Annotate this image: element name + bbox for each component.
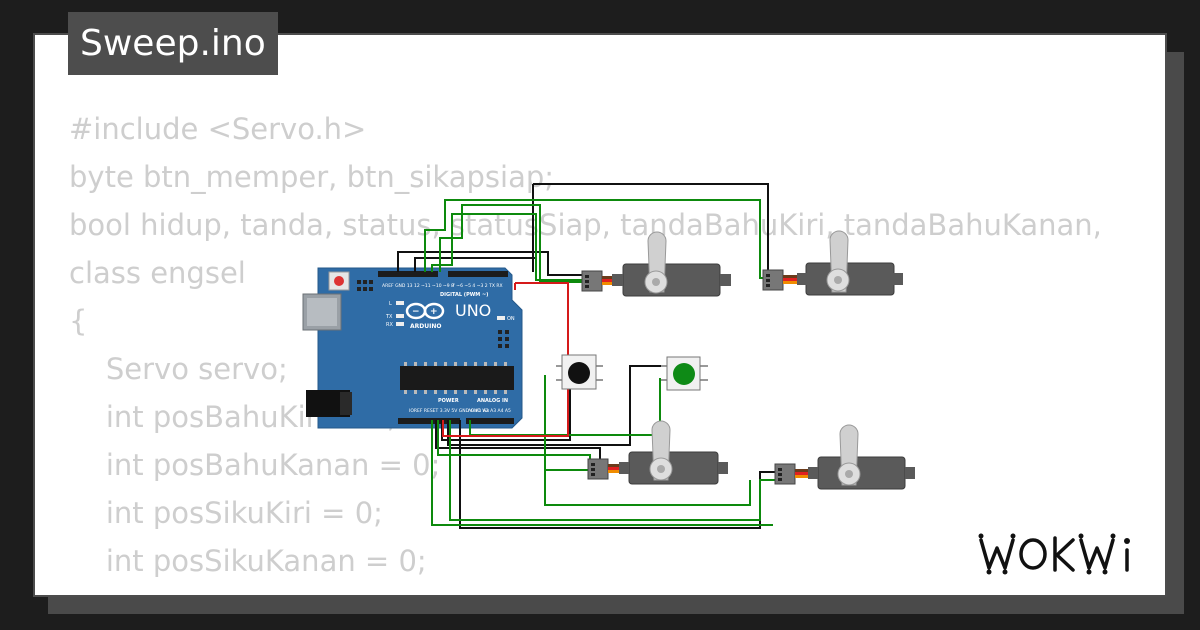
pushbutton-black[interactable] bbox=[556, 354, 603, 390]
digital-label: DIGITAL (PWM ~) bbox=[440, 292, 488, 298]
pushbutton-green[interactable] bbox=[661, 356, 708, 391]
led-l bbox=[396, 301, 404, 305]
wokwi-logo bbox=[978, 533, 1130, 575]
svg-text:+: + bbox=[430, 307, 438, 317]
servo-motor[interactable] bbox=[774, 424, 915, 490]
atmega-chip bbox=[400, 366, 514, 390]
power-label: POWER bbox=[438, 398, 459, 404]
code-line: int posBahuKanan = 0; bbox=[69, 448, 441, 482]
arduino-uno-board[interactable]: AREF GND 13 12 ~11 ~10 ~9 8 7 ~6 ~5 4 ~3… bbox=[302, 267, 523, 429]
analog-label: ANALOG IN bbox=[477, 398, 508, 404]
arduino-logo: − + bbox=[405, 302, 445, 320]
svg-text:AREF GND 13 12 ~11 ~10 ~9 8: AREF GND 13 12 ~11 ~10 ~9 8 bbox=[382, 283, 454, 289]
servo-motor[interactable] bbox=[581, 231, 731, 297]
board-brand: ARDUINO bbox=[410, 323, 441, 330]
svg-text:7 ~6 ~5 4 ~3 2 TX RX: 7 ~6 ~5 4 ~3 2 TX RX bbox=[452, 283, 503, 289]
servo-motor[interactable] bbox=[762, 230, 903, 296]
led-on-label: ON bbox=[507, 316, 515, 322]
icsp-header bbox=[357, 280, 509, 348]
led-rx bbox=[396, 322, 404, 326]
analog-header bbox=[466, 418, 514, 424]
code-line: byte btn_memper, btn_sikapsiap; bbox=[69, 160, 555, 194]
led-tx bbox=[396, 314, 404, 318]
code-line: class engsel bbox=[69, 256, 246, 290]
power-header bbox=[398, 418, 460, 424]
code-line: int ... posBahuKiri ... bbox=[69, 585, 1102, 595]
code-preview: #include <Servo.h> byte btn_memper, btn_s… bbox=[69, 105, 1102, 595]
led-l-label: L bbox=[389, 301, 392, 307]
led-on bbox=[497, 316, 505, 320]
servo-motor[interactable] bbox=[587, 420, 728, 485]
svg-text:A0 A1 A2 A3 A4 A5: A0 A1 A2 A3 A4 A5 bbox=[468, 408, 511, 414]
led-rx-label: RX bbox=[386, 322, 393, 328]
preview-card: #include <Servo.h> byte btn_memper, btn_s… bbox=[33, 33, 1167, 597]
project-title: Sweep.ino bbox=[68, 12, 278, 75]
code-line: bool hidup, tanda, status, statusSiap, t… bbox=[69, 208, 1102, 242]
code-line: #include <Servo.h> bbox=[69, 112, 367, 146]
svg-text:IOREF RESET 3.3V 5V GND GND Vi: IOREF RESET 3.3V 5V GND GND Vin bbox=[409, 408, 489, 414]
code-line: int posSikuKanan = 0; bbox=[69, 544, 427, 578]
code-line: { bbox=[69, 304, 88, 338]
code-line: Servo servo; bbox=[69, 352, 288, 386]
svg-text:−: − bbox=[412, 307, 420, 317]
board-model: UNO bbox=[455, 301, 491, 320]
code-line: int posSikuKiri = 0; bbox=[69, 496, 383, 530]
digital-header-left bbox=[378, 271, 438, 277]
digital-header-right bbox=[448, 271, 508, 277]
wires bbox=[397, 183, 780, 529]
led-tx-label: TX bbox=[385, 314, 393, 320]
